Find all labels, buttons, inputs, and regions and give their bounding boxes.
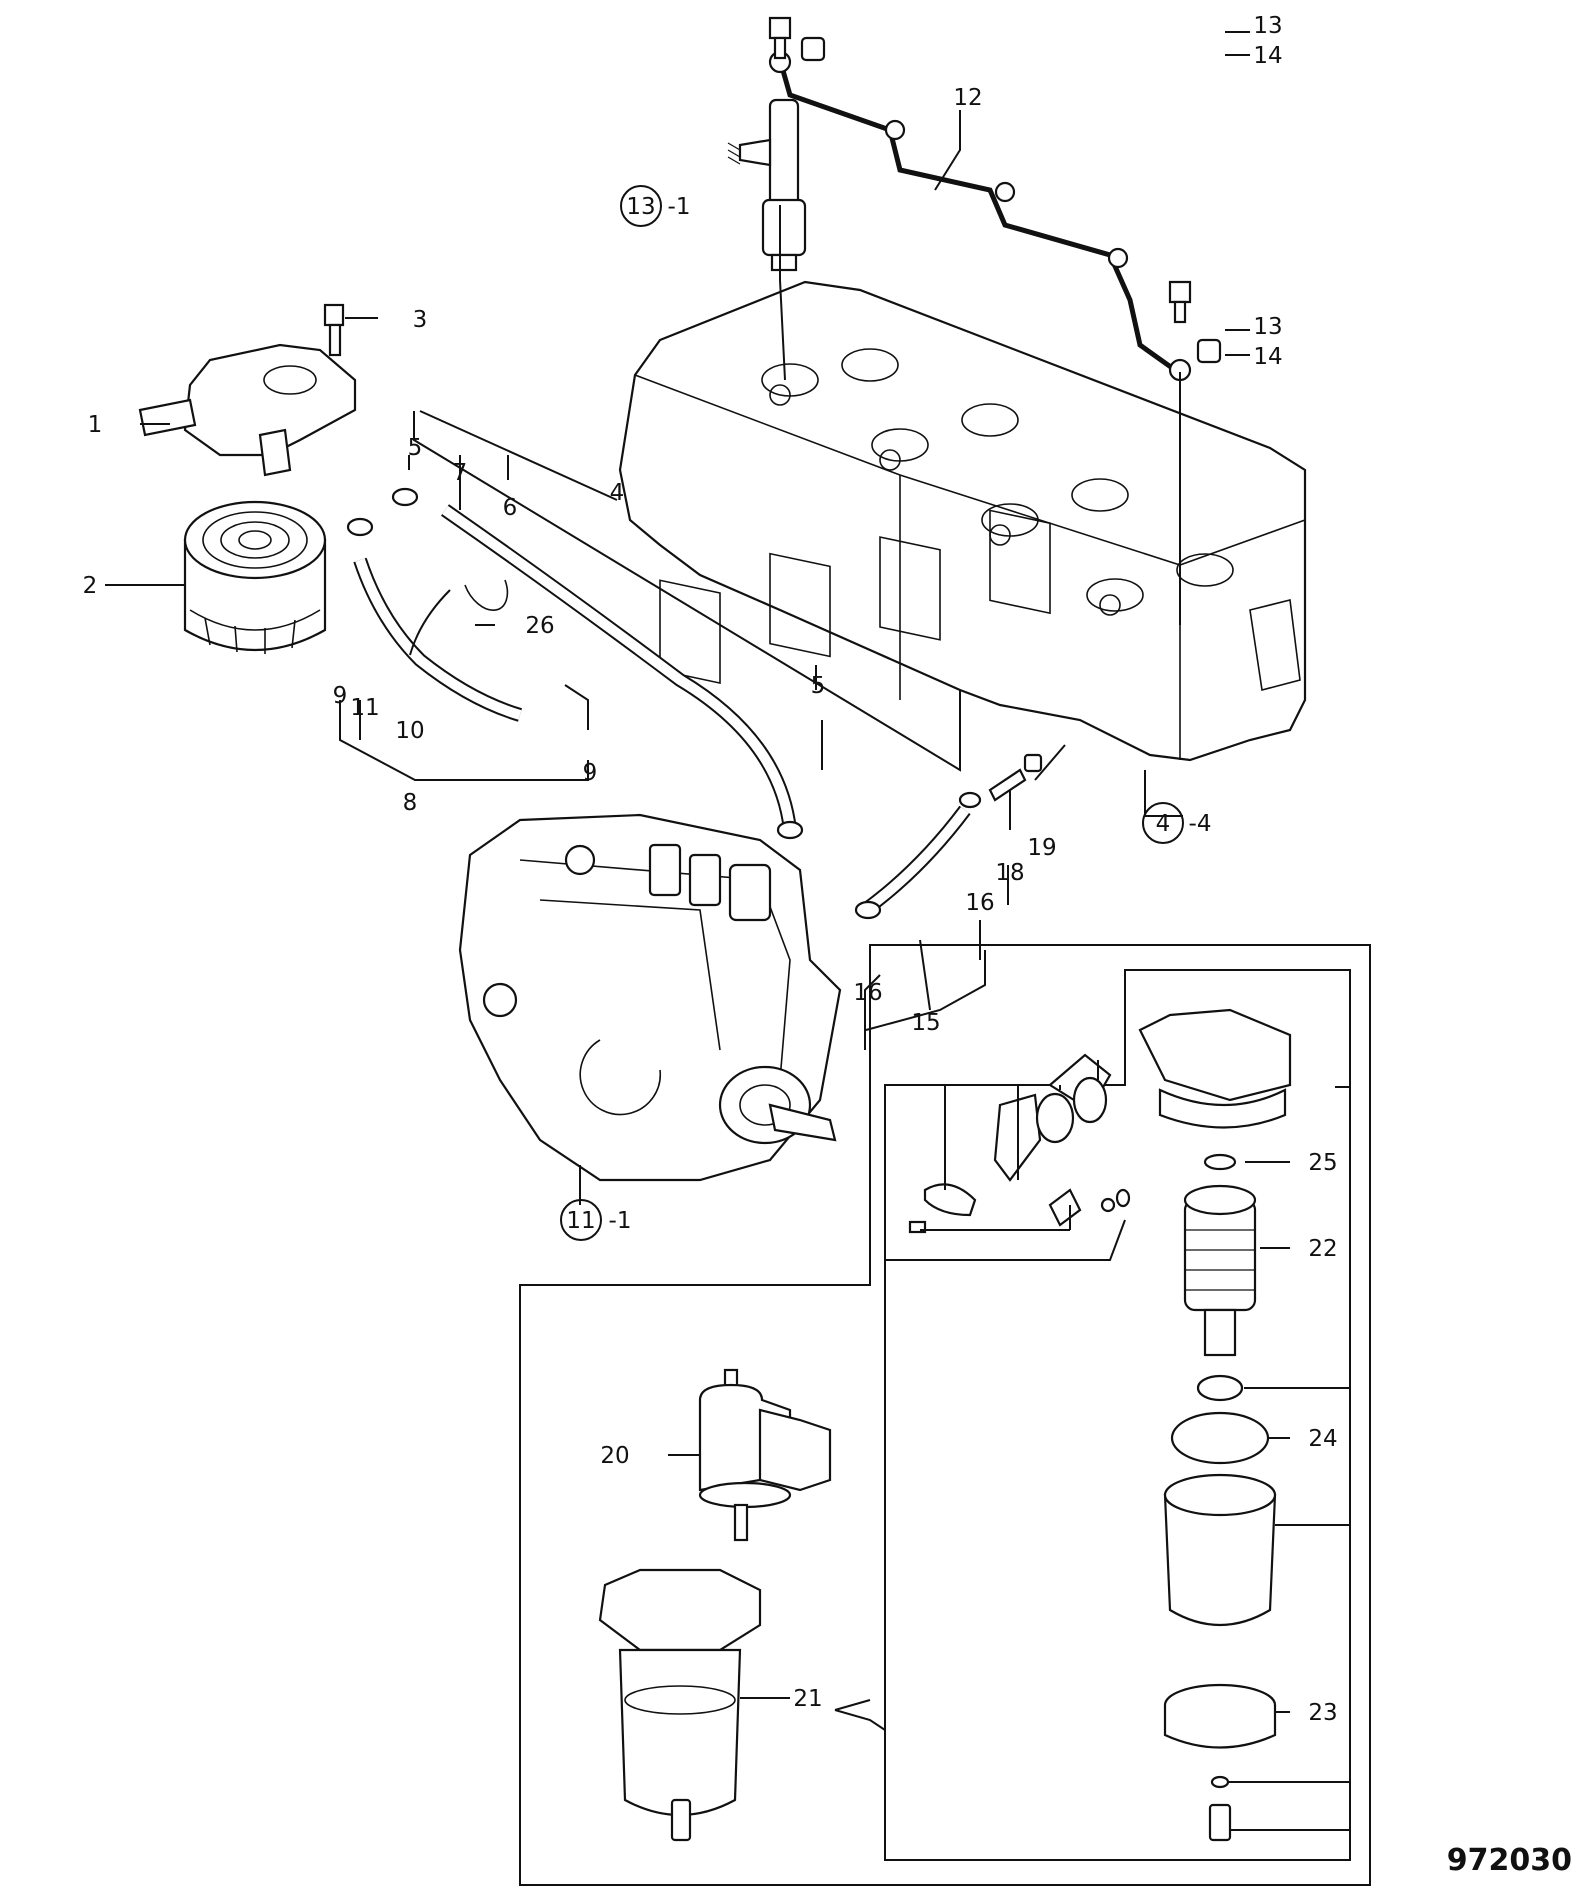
callout-13-circled: 13 [626,194,655,220]
callout-20: 20 [600,1443,629,1469]
leader-lines [105,31,1250,1205]
injection-pump-drawing [458,813,842,1182]
callout-26: 26 [525,613,554,639]
callout-14-top: 14 [1253,43,1282,69]
injector-drawing [727,98,807,272]
water-separator-exploded-drawing [1138,1008,1292,1842]
callout-9-right: 9 [583,760,598,786]
callout-13-1-suffix: -1 [668,194,691,220]
callout-23: 23 [1308,1700,1337,1726]
callout-4-4-suffix: -4 [1189,811,1212,837]
callout-labels: 1 2 3 4 5 5 6 7 8 9 9 10 11 12 13 13 14 … [83,13,1338,1726]
callout-21: 21 [793,1686,822,1712]
callout-15: 15 [911,1010,940,1036]
callout-12: 12 [953,85,982,111]
callout-16-upper: 16 [965,890,994,916]
callout-5-top: 5 [408,435,423,461]
callout-8: 8 [403,790,418,816]
callout-13-top: 13 [1253,13,1282,39]
callout-3: 3 [413,307,428,333]
inset-frame [519,944,1371,1886]
callout-9-left: 9 [333,683,348,709]
callout-11: 11 [350,695,379,721]
callout-4: 4 [610,480,625,506]
fuel-hoses-drawing [346,487,1043,920]
inset-leader-lines [668,1060,1350,1831]
sender-parts-drawing [908,1053,1131,1234]
callout-11-1-suffix: -1 [609,1208,632,1234]
callout-1: 1 [88,412,103,438]
fuel-filter-element-drawing [183,500,327,654]
cylinder-head-drawing [618,280,1307,762]
water-separator-21-drawing [598,1568,762,1842]
callout-24: 24 [1308,1426,1337,1452]
callout-18: 18 [995,860,1024,886]
callout-7: 7 [453,460,468,486]
callout-5-right: 5 [811,673,826,699]
fuel-pump-20-drawing [698,1368,832,1542]
figure-number: 972030 [1447,1843,1572,1878]
fuel-filter-head-drawing [138,303,357,477]
callout-10: 10 [395,718,424,744]
callout-11-circled: 11 [566,1208,595,1234]
callout-4-circled: 4 [1156,811,1171,837]
callout-16-lower: 16 [853,980,882,1006]
callout-2: 2 [83,573,98,599]
callout-19: 19 [1027,835,1056,861]
callout-14-right: 14 [1253,344,1282,370]
callout-6: 6 [503,495,518,521]
leak-off-pipe-drawing [768,16,1222,382]
callout-13-right: 13 [1253,314,1282,340]
callout-22: 22 [1308,1236,1337,1262]
callout-25: 25 [1308,1150,1337,1176]
